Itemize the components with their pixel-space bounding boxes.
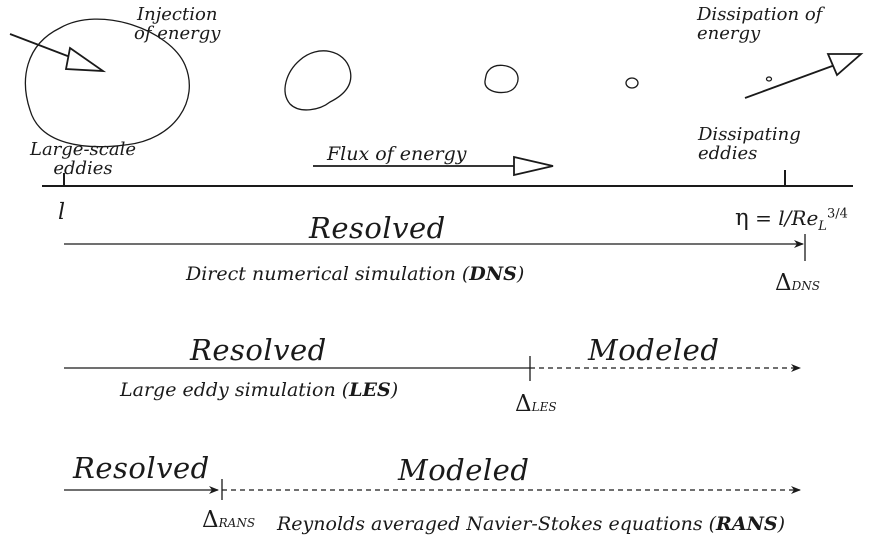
dot-eddy-blob	[765, 76, 773, 82]
rans-abbreviation: RANS	[716, 513, 778, 535]
dissipation-label: Dissipation of energy	[697, 4, 823, 44]
rans-caption: Reynolds averaged Navier-Stokes equation…	[277, 513, 785, 535]
rans-modeled-label: Modeled	[398, 453, 530, 487]
eta-superscript: 3/4	[826, 206, 848, 222]
flux-label: Flux of energy	[327, 143, 467, 165]
delta-symbol: Δ	[202, 507, 219, 533]
delta-symbol: Δ	[515, 391, 532, 417]
integral-scale-label: l	[58, 200, 66, 225]
les-caption-text: Large eddy simulation (	[120, 379, 350, 401]
medium-eddy-blob	[284, 50, 352, 111]
dns-caption: Direct numerical simulation (DNS)	[186, 263, 524, 285]
les-abbreviation: LES	[349, 379, 391, 401]
dns-caption-text: Direct numerical simulation (	[186, 263, 470, 285]
dissipating-eddies-label: Dissipating eddies	[698, 124, 801, 164]
les-caption: Large eddy simulation (LES)	[120, 379, 398, 401]
dissipation-arrow-shaft	[744, 64, 836, 99]
les-cutoff-label: ΔLES	[515, 391, 557, 417]
les-lines	[64, 356, 801, 381]
rans-cutoff-label: ΔRANS	[202, 507, 255, 533]
rans-resolved-label: Resolved	[73, 451, 210, 485]
injection-arrow-head	[64, 46, 107, 73]
dns-cutoff-label: ΔDNS	[775, 270, 820, 296]
delta-symbol: Δ	[775, 270, 792, 296]
les-resolved-label: Resolved	[190, 333, 327, 367]
rans-caption-text: Reynolds averaged Navier-Stokes equation…	[277, 513, 717, 535]
delta-subscript: DNS	[791, 279, 820, 293]
dissipation-arrow-head	[826, 53, 864, 77]
eta-symbol: η	[735, 205, 749, 231]
scale-axis	[42, 170, 853, 187]
eta-expression: = l/Re	[755, 206, 819, 230]
dns-caption-close: )	[516, 263, 525, 285]
rans-caption-close: )	[777, 513, 786, 535]
eta-subscript: L	[818, 219, 827, 234]
injection-label: Injection of energy	[134, 4, 221, 44]
dns-lines	[64, 234, 806, 261]
dns-abbreviation: DNS	[469, 263, 517, 285]
large-scale-eddies-label: Large-scale eddies	[30, 139, 137, 179]
kolmogorov-scale-label: η = l/ReL3/4	[735, 205, 848, 234]
les-modeled-label: Modeled	[588, 333, 720, 367]
injection-arrow-shaft	[9, 33, 79, 61]
flux-arrow-head	[513, 155, 554, 177]
large-eddy-blob	[24, 18, 190, 148]
energy-arrows	[9, 33, 864, 177]
delta-subscript: RANS	[218, 516, 256, 530]
delta-subscript: LES	[531, 400, 557, 414]
rans-lines	[64, 479, 801, 500]
small-eddy-blob	[484, 64, 519, 94]
dns-resolved-label: Resolved	[309, 211, 446, 245]
eddy-blobs	[24, 18, 773, 148]
les-caption-close: )	[390, 379, 399, 401]
tiny-eddy-blob	[625, 77, 639, 89]
